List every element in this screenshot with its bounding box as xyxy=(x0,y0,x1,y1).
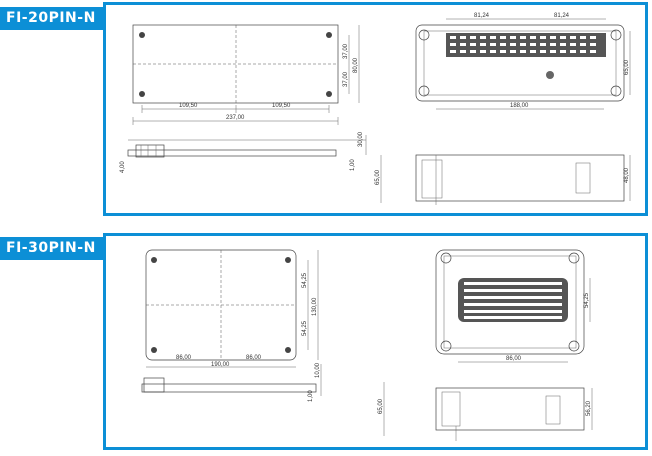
mount-hole xyxy=(139,32,145,38)
enclosure-side-view xyxy=(415,154,625,202)
dim-side-r: 48,00 xyxy=(624,167,630,183)
dim-right-b: 81,24 xyxy=(554,13,570,19)
fi-20pin-n-drawing: 109,50 109,50 237,00 37,00 37,00 80,00 3… xyxy=(120,13,631,205)
fi-30pin-n-drawing: 86,00 86,00 190,00 54,25 54,25 130,00 10… xyxy=(141,249,593,441)
mount-hole xyxy=(326,91,332,97)
dim-top-h2: 37,00 xyxy=(343,71,349,87)
dim-top-total-h: 80,00 xyxy=(353,57,359,73)
dim-side-h1: 10,00 xyxy=(315,362,321,378)
dim-side-h2: 1,00 xyxy=(308,390,314,402)
dim-side-h4: 65,00 xyxy=(375,169,381,185)
dim-side-r: 56,20 xyxy=(586,400,592,416)
dim-top-h1: 54,25 xyxy=(302,272,308,288)
dim-side-h2: 4,00 xyxy=(120,161,126,173)
dim-top-total-h: 130,00 xyxy=(312,297,318,316)
dim-side-h3: 1,00 xyxy=(350,159,356,171)
enclosure-top-view xyxy=(435,249,585,355)
dim-right-w: 86,00 xyxy=(506,356,522,362)
plate-side-view xyxy=(127,149,337,157)
dim-top-w1: 109,50 xyxy=(179,103,198,109)
dim-side-h1: 30,00 xyxy=(358,131,364,147)
fi-20pin-n-drawing-frame: 109,50 109,50 237,00 37,00 37,00 80,00 3… xyxy=(103,2,648,216)
dim-top-w1: 86,00 xyxy=(176,355,192,361)
dim-top-h1: 37,00 xyxy=(343,43,349,59)
plate-side-view xyxy=(141,383,317,393)
enclosure-side-view xyxy=(435,387,585,431)
dim-right-w: 188,00 xyxy=(510,103,529,109)
mount-hole xyxy=(326,32,332,38)
dim-top-w2: 86,00 xyxy=(246,355,262,361)
enclosure-top-view xyxy=(415,24,625,102)
dim-top-total: 237,00 xyxy=(226,115,245,121)
fi-30pin-n-drawing-frame: 86,00 86,00 190,00 54,25 54,25 130,00 10… xyxy=(103,233,648,450)
dim-top-h2: 54,25 xyxy=(302,320,308,336)
fi-30pin-n-tag: FI-30PIN-N xyxy=(0,237,104,260)
dim-right-h: 54,25 xyxy=(584,292,590,308)
dim-right-a: 81,24 xyxy=(474,13,490,19)
dim-side-h3: 65,00 xyxy=(378,398,384,414)
fi-20pin-n-tag: FI-20PIN-N xyxy=(0,7,104,30)
mount-hole xyxy=(139,91,145,97)
dim-top-total: 190,00 xyxy=(211,362,230,368)
dim-top-w2: 109,50 xyxy=(272,103,291,109)
dim-right-h: 65,00 xyxy=(624,59,630,75)
